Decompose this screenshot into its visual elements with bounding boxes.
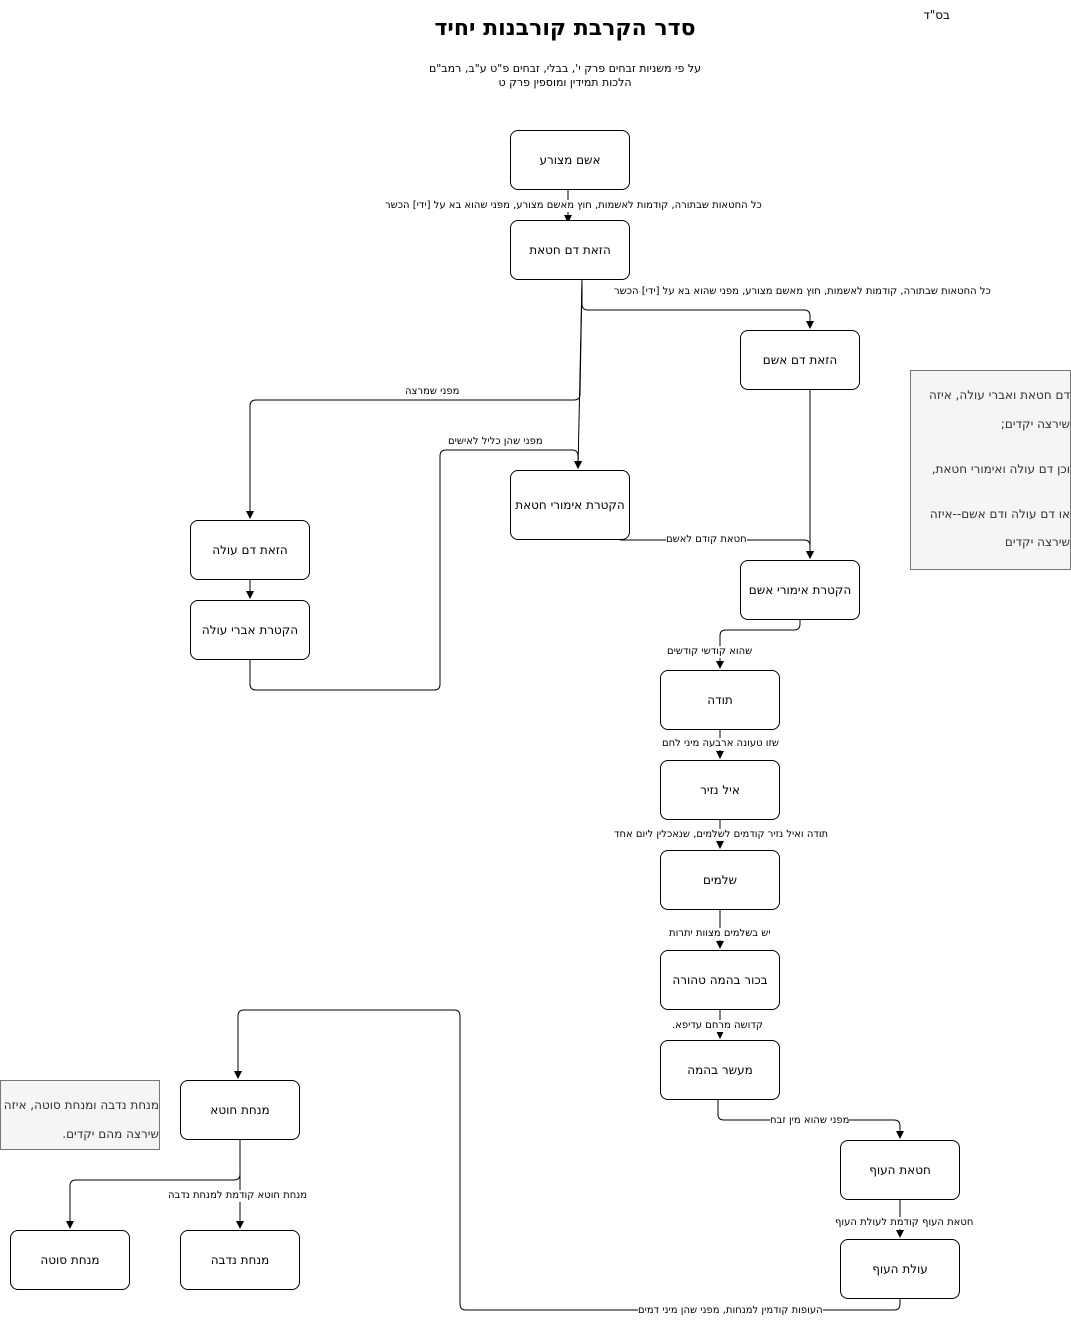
node-evrei-olah: הקטרת אברי עולה — [190, 600, 310, 660]
edge-label-chatat-haof-first: חטאת העוף קודמת לעולת העוף — [835, 1217, 974, 1229]
edge-olat-haof-to-minchat-choteh — [234, 1009, 901, 1311]
node-imurei-chatat: הקטרת אימורי חטאת — [510, 470, 630, 540]
edge-label-womb-sanctity: קדושה מרחם עדיפא. — [672, 1020, 763, 1032]
note-left-line-1: מנחת נדבה ומנחת סוטה, איזה — [3, 1098, 159, 1112]
node-asham-metzora: אשם מצורע — [510, 130, 630, 190]
edge-label-chatat-before-asham-1: כל החטאות שבתורה, קודמות לאשמות, חוץ מאש… — [385, 200, 762, 212]
source-line-2: הלכות תמידין ומוספין פרק ט — [498, 76, 632, 89]
node-dam-chatat: הזאת דם חטאת — [510, 220, 630, 280]
edge-label-type-of-zevach: מפני שהוא מין זבח — [770, 1115, 850, 1127]
edge-imurei-asham-to-todah — [716, 620, 801, 669]
node-imurei-asham: הקטרת אימורי אשם — [740, 560, 860, 620]
node-shelamim: שלמים — [660, 850, 780, 910]
note-right: דם חטאת ואברי עולה, איזה ;שירצה יקדים ,ו… — [910, 370, 1071, 570]
edge-label-four-breads: שזו טעונה ארבעה מיני לחם — [662, 738, 780, 750]
source-line-1: על פי משניות זבחים פרק י', בבלי, זבחים פ… — [428, 62, 702, 75]
note-right-line-5: שירצה יקדים — [1004, 535, 1070, 549]
node-chatat-haof: חטאת העוף — [840, 1140, 960, 1200]
node-minchat-nedavah: מנחת נדבה — [180, 1230, 300, 1290]
diagram-source: על פי משניות זבחים פרק י', בבלי, זבחים פ… — [395, 62, 735, 90]
note-right-line-4: או דם עולה ודם אשם--איזה — [929, 507, 1070, 521]
edge-minchat-choteh-to-minchat-sotah — [66, 1140, 241, 1229]
edge-label-chatat-before-asham-3: חטאת קודם לאשם — [666, 534, 747, 546]
edge-label-kodshei-kodashim: שהוא קודשי קודשים — [667, 646, 753, 658]
node-eil-nazir: איל נזיר — [660, 760, 780, 820]
note-left-line-2: .שירצה מהם יקדים — [62, 1127, 159, 1141]
node-olat-haof: עולת העוף — [840, 1239, 960, 1299]
edge-label-eaten-one-day: תודה ואיל נזיר קודמים לשלמים, שנאכלין לי… — [614, 829, 829, 841]
node-dam-asham: הזאת דם אשם — [740, 330, 860, 390]
edge-dam-chatat-to-imurei-chatat — [574, 279, 583, 469]
node-dam-olah: הזאת דם עולה — [190, 520, 310, 580]
edge-dam-chatat-to-dam-asham — [581, 280, 814, 329]
node-minchat-sotah: מנחת סוטה — [10, 1230, 130, 1290]
edge-evrei-olah-to-imurei-chatat — [249, 449, 582, 691]
note-right-line-1: דם חטאת ואברי עולה, איזה — [929, 388, 1070, 402]
diagram-title: סדר הקרבת קורבנות יחיד — [434, 16, 696, 41]
node-maaser: מעשר בהמה — [660, 1040, 780, 1100]
edge-label-wholly-burnt: מפני שהן כליל לאישים — [448, 436, 543, 448]
edge-label-choteh-before-nedavah: מנחת חוטא קודמת למנחת נדבה — [168, 1190, 308, 1202]
edge-label-birds-before-menachot: העופות קודמין למנחות, מפני שהן מיני דמים — [638, 1305, 823, 1317]
note-left: מנחת נדבה ומנחת סוטה, איזה .שירצה מהם יק… — [0, 1080, 160, 1150]
node-bechor: בכור בהמה טהורה — [660, 950, 780, 1010]
note-right-line-2: ;שירצה יקדים — [1000, 417, 1070, 431]
corner-mark: בס"ד — [923, 8, 950, 22]
note-right-line-3: ,וכן דם עולה ואימורי חטאת — [931, 462, 1070, 476]
node-todah: תודה — [660, 670, 780, 730]
edge-label-extra-mitzvot: יש בשלמים מצוות יתרות — [669, 928, 771, 940]
edge-label-because-atones: מפני שמרצה — [405, 386, 460, 398]
edge-label-chatat-before-asham-2: כל החטאות שבתורה, קודמות לאשמות, חוץ מאש… — [614, 286, 991, 298]
node-minchat-choteh: מנחת חוטא — [180, 1080, 300, 1140]
